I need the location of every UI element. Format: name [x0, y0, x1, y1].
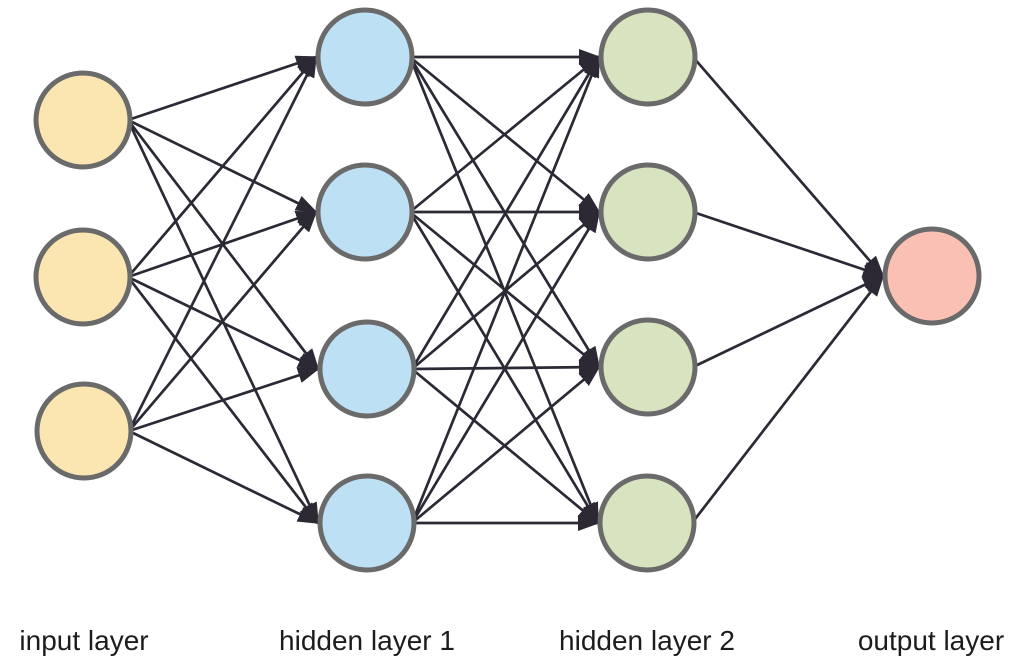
label-output-layer: output layer [858, 625, 1004, 656]
label-input-layer: input layer [19, 625, 148, 656]
connection-arrow [128, 367, 320, 433]
connection-arrow [411, 365, 601, 525]
connection-arrow [692, 274, 885, 369]
connection-arrow [127, 210, 318, 432]
connection-arrow [128, 429, 320, 525]
hidden-layer-2-node-3 [598, 317, 698, 417]
label-hidden-layer-2: hidden layer 2 [559, 625, 735, 656]
connection-arrow [127, 275, 320, 371]
output-layer-node-1 [882, 226, 982, 326]
label-hidden-layer-1: hidden layer 1 [279, 625, 455, 656]
input-layer-node-2 [33, 227, 133, 327]
hidden-layer-2-node-1 [598, 7, 698, 107]
hidden-layer-2-node-2 [598, 162, 698, 262]
connection-arrow [127, 55, 318, 122]
connection-arrow [410, 210, 601, 524]
hidden-layer-1-node-3 [317, 319, 417, 419]
connection-arrow [127, 55, 318, 432]
layer-labels: input layer hidden layer 1 hidden layer … [19, 625, 1004, 656]
connection-arrow [409, 55, 601, 214]
connection-arrow [692, 210, 885, 278]
input-layer-node-3 [34, 381, 134, 481]
connection-edges [126, 49, 885, 531]
input-layer-node-1 [33, 70, 133, 170]
neuron-nodes [33, 7, 982, 573]
hidden-layer-2-node-4 [597, 473, 697, 573]
connection-arrow [690, 274, 885, 524]
connection-arrow [410, 55, 601, 370]
connection-arrow [691, 56, 885, 278]
connection-arrow [410, 55, 601, 524]
hidden-layer-1-node-1 [315, 7, 415, 107]
hidden-layer-1-node-4 [317, 473, 417, 573]
connection-arrow [126, 55, 318, 278]
hidden-layer-1-node-2 [315, 162, 415, 262]
